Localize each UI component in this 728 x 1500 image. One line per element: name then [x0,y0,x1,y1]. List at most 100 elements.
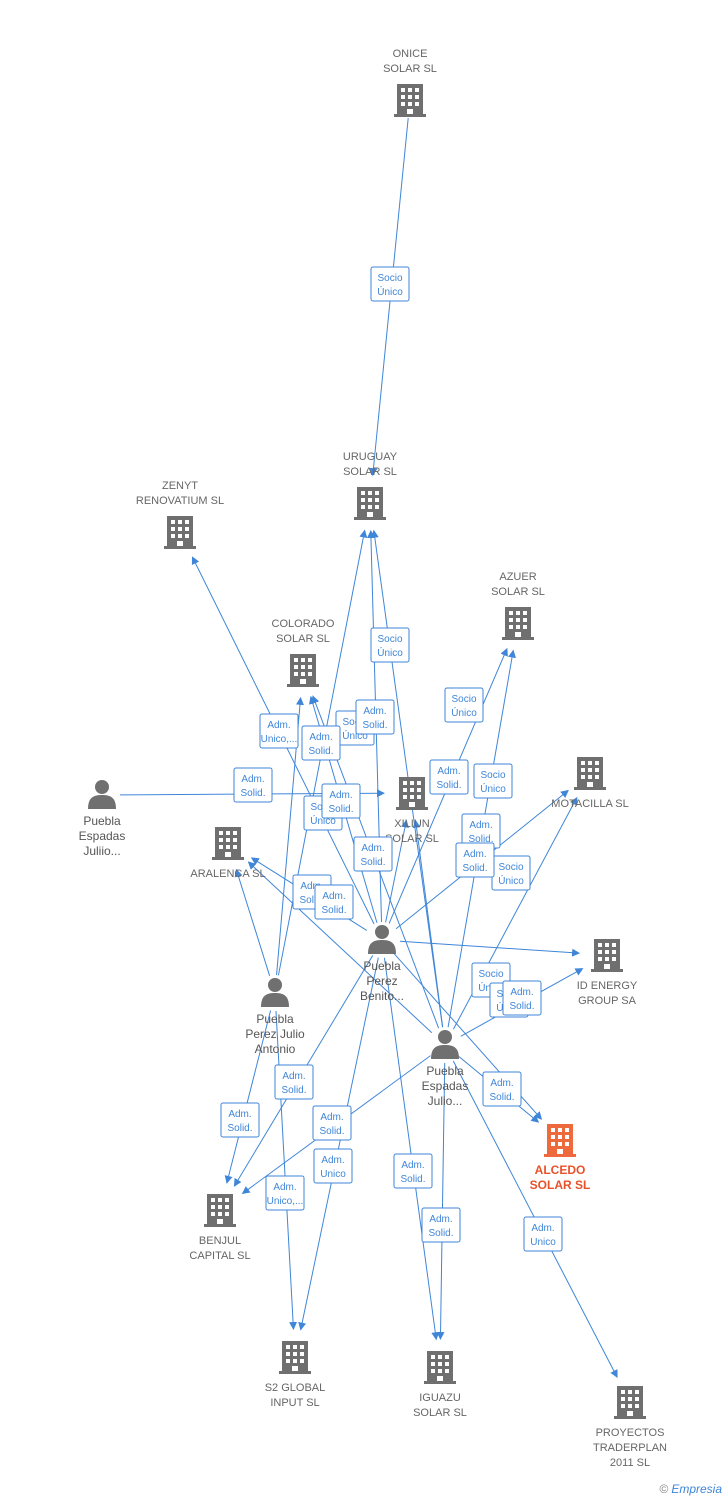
edge-label-pej-to-idenergy[interactable]: Adm.Solid. [502,980,542,1016]
building-icon [287,654,319,687]
node-label-s2global: S2 GLOBAL [265,1382,326,1394]
edge-label-text: Adm. [241,774,264,785]
node-pej[interactable]: PueblaEspadasJulio... [422,1030,469,1108]
node-label-azuer: AZUER [499,571,536,583]
node-ppb[interactable]: PueblaPerezBenito... [360,925,404,1003]
node-label-aralenca: ARALENCA SL [190,868,265,880]
edge-label-text: Solid. [240,788,265,799]
node-label-s2global: INPUT SL [270,1397,319,1409]
node-label-proyectos: TRADERPLAN [593,1442,667,1454]
edge-label-text: Adm. [510,987,533,998]
node-s2global[interactable]: S2 GLOBAL INPUT SL [265,1341,326,1409]
edge-label-text: Socio [377,634,402,645]
node-label-iguazu: IGUAZU [419,1392,461,1404]
edge-label-text: Adm. [463,849,486,860]
edge-label-text: Adm. [273,1182,296,1193]
node-label-ppja: Perez Julio [245,1027,305,1041]
edge-label-text: Unico,... [267,1196,304,1207]
node-label-pej_left: Espadas [79,829,126,843]
edge-label-text: Adm. [309,732,332,743]
edge-label-pej-to-colorado[interactable]: Adm.Solid. [321,783,361,819]
edge-pej-to-aralenca [247,861,433,1034]
edge-ppja-to-benjul [224,1010,272,1184]
node-label-benjul: CAPITAL SL [189,1250,250,1262]
edge-label-pej_left-to-xiliun[interactable]: Adm. Solid. [233,767,273,803]
edge-ppja-to-aralenca [234,868,271,976]
node-label-uruguay: URUGUAY [343,451,398,463]
edge-label-pej-to-xiliun[interactable]: Adm.Solid. [455,842,495,878]
building-icon [396,777,428,810]
edge-label-text: Solid. [436,780,461,791]
edge-label-text: Adm. [401,1160,424,1171]
edge-label-ppb-to-s2global[interactable]: Adm.Unico [313,1148,353,1184]
edge-label-pej-to-azuer[interactable]: Adm.Solid. [429,759,469,795]
edge-label-text: Adm. [429,1214,452,1225]
person-icon [88,780,116,809]
node-label-pej_left: Puebla [83,814,121,828]
edge-label-text: Solid. [360,857,385,868]
node-label-zenyt: ZENYT [162,480,198,492]
edge-label-pej-to-aralenca[interactable]: Adm.Solid. [314,884,354,920]
edge-label-ppb-to-benjul[interactable]: Adm.Solid. [312,1105,352,1141]
edge-label-ppb-to-zenyt[interactable]: Adm. Unico,... [259,713,299,749]
edge-label-ppb-to-iguazu[interactable]: Adm. Solid. [393,1153,433,1189]
edge-label-text: Adm. [363,706,386,717]
node-motacilla[interactable]: MOTACILLA SL [551,757,629,810]
edge-label-text: Adm. [300,881,323,892]
edge-label-text: Adm. [267,720,290,731]
edge-label-text: Adm. [469,820,492,831]
edge-label-ppja-to-uruguay[interactable]: Adm. Solid. [355,699,395,735]
edge-label-text: Solid. [468,834,493,845]
edge-label-pej-to-alcedo[interactable]: Adm.Solid. [482,1071,522,1107]
brand-name: Empresia [671,1482,722,1496]
edge-pej-to-iguazu [436,1062,446,1341]
edge-label-pej-to-iguazu[interactable]: Adm.Solid. [421,1207,461,1243]
node-aralenca[interactable]: ARALENCA SL [190,827,266,880]
edge-label-text: Unico,... [261,734,298,745]
edge-label-text: Solid. [362,720,387,731]
node-label-colorado: SOLAR SL [276,633,330,645]
edge-ppb-to-xiliun [385,819,409,923]
building-icon [164,516,196,549]
edge-label-text: Solid. [400,1174,425,1185]
edge-label-ppja-to-s2global[interactable]: Adm.Solid. [274,1064,314,1100]
edge-label-text: Socio [478,969,503,980]
edge-label-ppja-to-colorado[interactable]: Adm.Solid. [301,725,341,761]
node-azuer[interactable]: AZUER SOLAR SL [491,571,545,640]
edge-labels-layer: SocioÚnicoSocioÚnicoSocioÚnicoSocioÚnico… [220,266,563,1252]
building-icon [279,1341,311,1374]
edge-label-text: Socio [480,770,505,781]
edge-label-text: Único [451,706,477,719]
node-label-pej: Puebla [426,1064,464,1078]
edge-label-pej-to-proyectos[interactable]: Adm.Unico [523,1216,563,1252]
building-icon [591,939,623,972]
edge-label-pej-to-motacilla[interactable]: Adm. Solid. [461,813,501,849]
edge-label-text: Único [377,646,403,659]
building-icon [204,1194,236,1227]
edge-label-text: Socio [451,694,476,705]
node-pej_left[interactable]: PueblaEspadasJuliio... [79,780,126,858]
edge-label-pej-to-uruguay[interactable]: Adm.Solid. [353,836,393,872]
node-label-azuer: SOLAR SL [491,586,545,598]
edge-ppb-to-s2global [298,957,379,1331]
edge-label-ppja-to-benjul[interactable]: Adm.Solid. [220,1102,260,1138]
edge-label-pej-to-benjul[interactable]: Adm. Unico,... [265,1175,305,1211]
node-label-ppb: Perez [366,974,397,988]
